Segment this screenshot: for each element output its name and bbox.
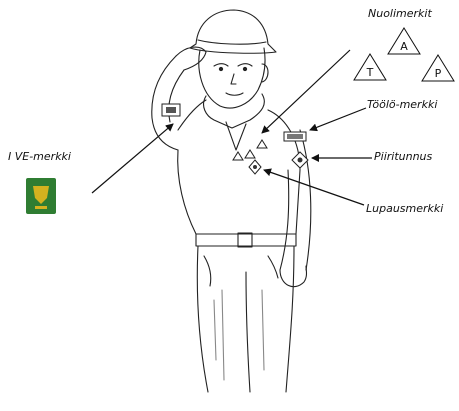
triangle-p-letter: P — [435, 67, 442, 80]
pocket-left — [204, 256, 211, 286]
label-nuolimerkit: Nuolimerkit — [368, 7, 432, 20]
label-ive: I VE-merkki — [8, 150, 71, 163]
right-arm-outer — [300, 130, 311, 270]
triangle-t-letter: T — [366, 66, 374, 79]
pupil-left — [219, 67, 222, 70]
collar — [204, 94, 265, 128]
trousers-middle — [246, 272, 250, 392]
belt — [196, 234, 296, 246]
trousers-left — [197, 246, 208, 392]
right-arm-inner — [280, 170, 289, 270]
lupaus-badge-on-chest — [249, 160, 261, 174]
label-toolo: Töölö-merkki — [367, 98, 437, 111]
belt-buckle — [238, 233, 252, 247]
arrow-lupaus — [264, 170, 364, 205]
ive-badge-picture — [26, 178, 56, 214]
salute-arm-upper — [152, 56, 178, 150]
head-outline — [199, 48, 265, 108]
nose — [231, 74, 236, 84]
arrow-nuolimerkit — [262, 50, 350, 133]
mouth — [226, 93, 243, 95]
hat-outline — [190, 10, 276, 53]
eye-right — [238, 64, 252, 66]
eye-left — [214, 64, 228, 66]
label-piiri: Piiritunnus — [374, 150, 432, 163]
arrow-toolo — [310, 108, 366, 130]
arrow-ive — [92, 124, 173, 193]
hat-brim-line — [198, 40, 266, 44]
shirt-right-edge — [268, 110, 300, 234]
pocket-right — [268, 256, 278, 278]
shading-1 — [214, 290, 264, 380]
label-lupaus: Lupausmerkki — [366, 202, 443, 215]
shirt-left-shoulder — [178, 100, 206, 130]
triangle-a-letter: A — [400, 40, 408, 53]
arrow-badges-on-chest — [233, 140, 267, 160]
pupil-right — [243, 67, 246, 70]
shirt-left-edge — [178, 150, 196, 234]
ive-badge-on-arm — [162, 104, 180, 116]
trousers-right — [286, 246, 294, 392]
toolo-badge-on-shoulder — [284, 132, 306, 141]
